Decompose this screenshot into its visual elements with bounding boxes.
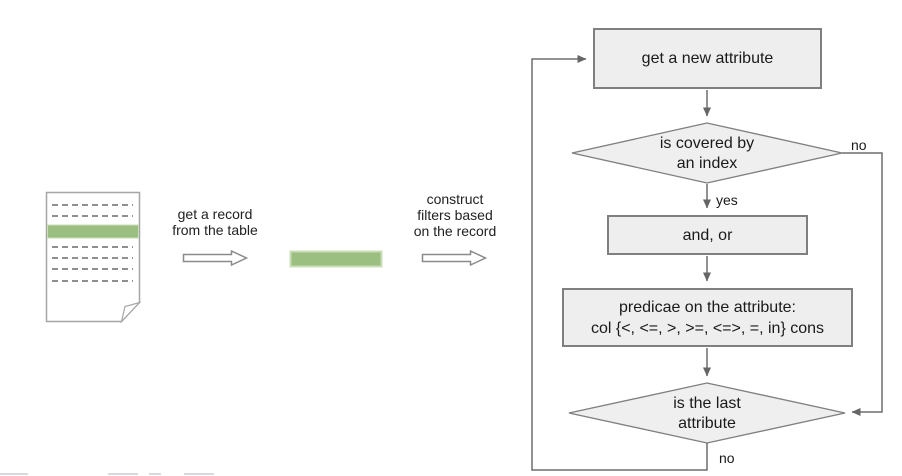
table-document-icon	[45, 191, 142, 324]
connector-covered-no-to-islast	[842, 152, 883, 416]
node-and-or: and, or	[607, 215, 808, 255]
edge-label-no-bottom: no	[719, 450, 735, 466]
flow-connectors	[531, 55, 883, 471]
cropped-caption-artifact	[149, 473, 161, 475]
folded-corner-icon	[120, 301, 142, 324]
record-row-icon	[289, 250, 383, 268]
step1-label: get a record from the table	[172, 206, 258, 238]
step-arrow-icon	[182, 249, 249, 267]
connector-islast-no-loopback	[531, 55, 708, 471]
node-get-new-attribute: get a new attribute	[593, 28, 822, 89]
step-arrow-icon	[421, 249, 488, 267]
highlighted-record-row-icon	[47, 224, 139, 239]
cropped-caption-artifact	[108, 473, 138, 475]
cropped-caption-artifact	[184, 473, 214, 475]
step2-label: construct filters based on the record	[413, 191, 497, 239]
node-is-covered-label: is covered by an index	[659, 135, 755, 172]
cropped-caption-artifact	[0, 473, 28, 475]
edge-label-yes: yes	[716, 192, 738, 208]
table-row-dashes	[52, 204, 133, 282]
node-is-last-label: is the last attribute	[673, 395, 741, 432]
node-predicate: predicae on the attribute: col {<, <=, >…	[562, 288, 853, 347]
edge-label-no-right: no	[851, 137, 867, 153]
decision-is-last-shape	[568, 382, 846, 444]
